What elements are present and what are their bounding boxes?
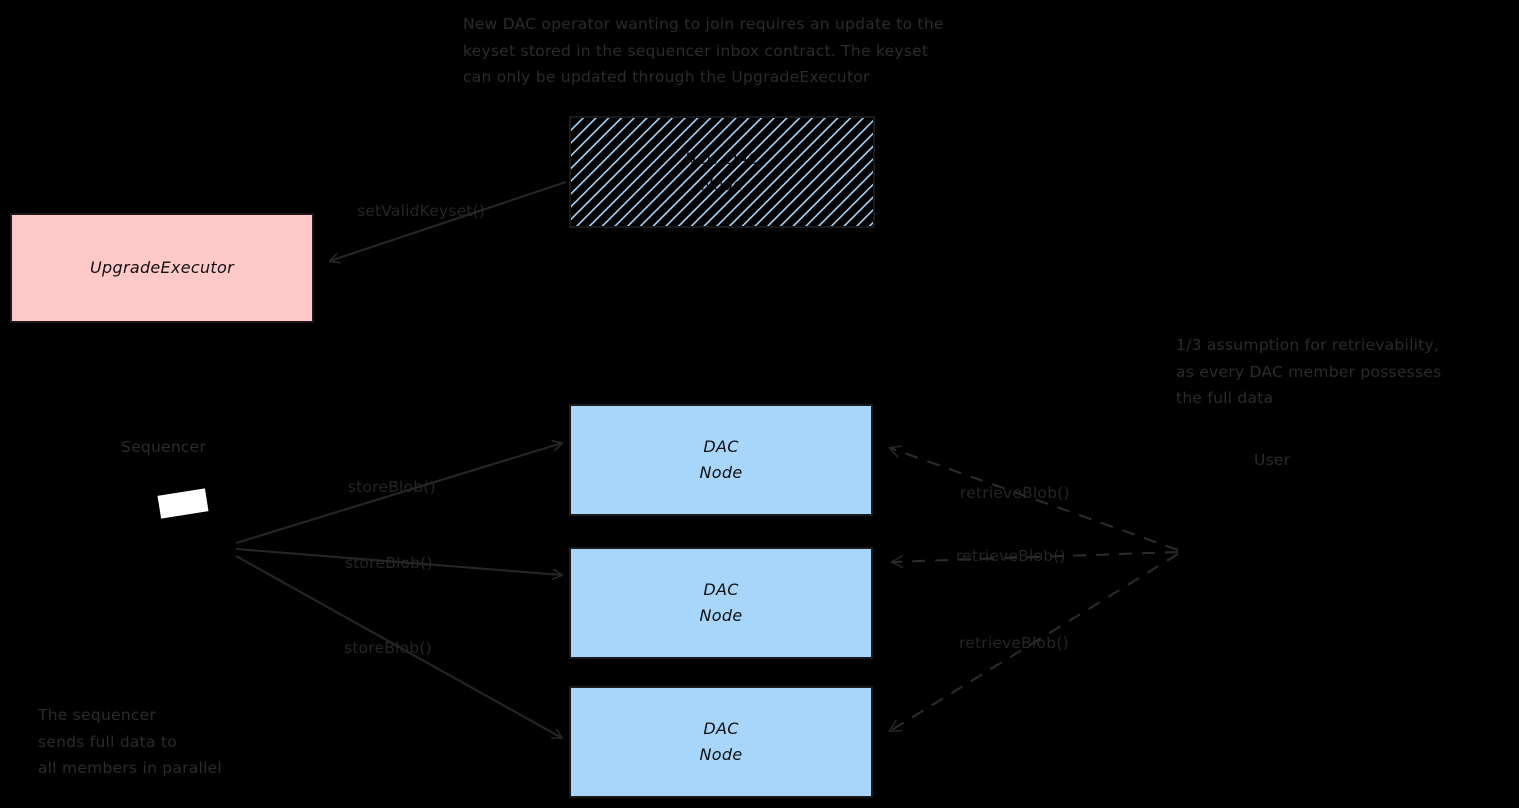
annotation-retrievability-note: 1/3 assumption for retrievability, as ev…	[1176, 336, 1442, 408]
dac-node-label-1: DAC Node	[699, 437, 743, 482]
dac-node-label-3: DAC Node	[699, 719, 743, 764]
edge-store-blob-1	[235, 443, 562, 545]
edge-retrieve-blob-1	[890, 448, 1179, 551]
dac-node-box-1: DAC Node	[569, 404, 873, 516]
edge-label-store-blob-2: storeBlob()	[345, 554, 433, 572]
upgrade-executor-label: UpgradeExecutor	[90, 258, 234, 278]
dac-node-box-3: DAC Node	[569, 686, 873, 798]
annotation-sequencer-note: The sequencer sends full data to all mem…	[38, 706, 222, 778]
edge-store-blob-3	[235, 555, 562, 738]
edge-label-store-blob-3: storeBlob()	[344, 639, 432, 657]
edge-retrieve-blob-2	[892, 550, 1179, 562]
upgrade-executor-box: UpgradeExecutor	[10, 213, 314, 323]
edge-label-store-blob-1: storeBlob()	[348, 478, 436, 496]
new-dac-node-box: New DAC Node	[569, 116, 875, 228]
dac-node-label-2: DAC Node	[699, 580, 743, 625]
edge-label-retrieve-blob-1: retrieveBlob()	[960, 484, 1070, 502]
new-dac-node-hatch-fill	[570, 117, 874, 227]
edge-label-retrieve-blob-2: retrieveBlob()	[956, 547, 1066, 565]
annotation-keyset-note: New DAC operator wanting to join require…	[463, 15, 944, 87]
edge-label-retrieve-blob-3: retrieveBlob()	[959, 634, 1069, 652]
dac-node-box-2: DAC Node	[569, 547, 873, 659]
user-label: User	[1254, 451, 1291, 469]
edge-label-set-valid-keyset: setValidKeyset()	[357, 202, 486, 220]
edge-retrieve-blob-3	[890, 553, 1179, 731]
new-dac-node-label: New DAC Node	[684, 149, 760, 194]
sequencer-label: Sequencer	[121, 438, 207, 456]
edge-store-blob-2	[235, 547, 562, 575]
edge-set-valid-keyset	[330, 181, 567, 261]
